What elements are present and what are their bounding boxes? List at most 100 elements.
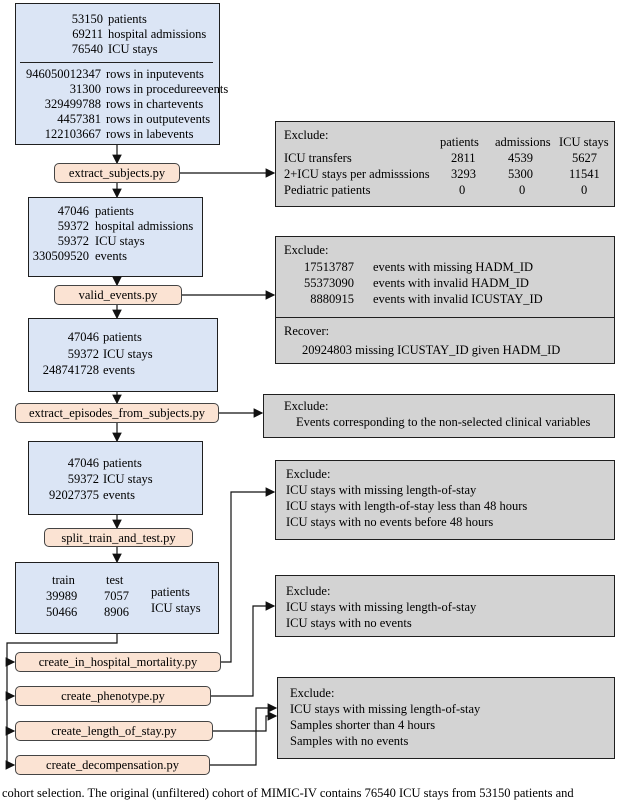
stat-value: 76540 <box>71 42 103 56</box>
stat-label: ICU stays <box>108 42 158 56</box>
exclude-box-length-of-stay: Exclude: ICU stays with missing length-o… <box>277 677 615 759</box>
stat-label: patients <box>108 12 147 26</box>
script-valid-events: valid_events.py <box>54 285 182 305</box>
exclude-line: ICU stays with length-of-stay less than … <box>286 499 528 513</box>
cell-value: 5627 <box>572 151 597 165</box>
event-label: rows in outputevents <box>106 112 211 126</box>
column-header: ICU stays <box>559 135 609 149</box>
exclude-line: Samples with no events <box>290 734 409 748</box>
stat-label: events <box>95 249 127 263</box>
column-header-train: train <box>52 573 75 587</box>
exclude-box-events: Exclude: 17513787 events with missing HA… <box>275 236 615 364</box>
cell-value: 0 <box>519 183 526 197</box>
exclude-box-variables: Exclude: Events corresponding to the non… <box>263 394 615 438</box>
stat-value: 47046 <box>57 204 89 218</box>
stat-value: 59372 <box>67 472 99 486</box>
row-label: 2+ICU stays per admisssions <box>284 167 430 181</box>
exclude-line: ICU stays with missing length-of-stay <box>286 483 477 497</box>
stat-label: ICU stays <box>95 234 145 248</box>
cohort-box-train-test: train test 39989 7057 patients 50466 890… <box>15 562 219 634</box>
recover-title: Recover: <box>284 324 330 338</box>
column-header: admissions <box>495 135 551 149</box>
event-label: rows in chartevents <box>106 97 204 111</box>
cell-value: 0 <box>581 183 588 197</box>
stat-label: hospital admissions <box>95 219 194 233</box>
stat-label: patients <box>103 456 142 470</box>
script-decompensation: create_decompensation.py <box>15 755 210 775</box>
column-header-test: test <box>106 573 124 587</box>
exclude-title: Exclude: <box>286 584 331 598</box>
divider <box>276 317 614 318</box>
divider <box>20 62 213 63</box>
cell-value: 5300 <box>508 167 533 181</box>
stat-label: ICU stays <box>103 472 153 486</box>
exclude-label: events with missing HADM_ID <box>373 260 534 274</box>
stat-value: 69211 <box>72 27 103 41</box>
test-value: 7057 <box>104 589 129 603</box>
script-split-train-test: split_train_and_test.py <box>44 528 193 547</box>
cohort-box-subjects: 47046 patients 59372 hospital admissions… <box>28 197 203 277</box>
cohort-box-valid-events: 47046 patients 59372 ICU stays 248741728… <box>28 318 218 392</box>
exclude-line: Samples shorter than 4 hours <box>290 718 436 732</box>
stat-label: patients <box>103 330 142 344</box>
stat-label: events <box>103 363 135 377</box>
column-header: patients <box>440 135 479 149</box>
stat-label: patients <box>95 204 134 218</box>
stat-label: hospital admissions <box>108 27 207 41</box>
exclude-title: Exclude: <box>286 467 331 481</box>
script-in-hospital-mortality: create_in_hospital_mortality.py <box>15 652 221 672</box>
event-label: rows in procedureevents <box>106 82 229 96</box>
cohort-box-episodes: 47046 patients 59372 ICU stays 92027375 … <box>28 441 203 515</box>
event-value: 4457381 <box>57 112 101 126</box>
exclude-line: ICU stays with missing length-of-stay <box>290 702 481 716</box>
arrow-s5-to-g4 <box>221 487 276 663</box>
cohort-box-original: 53150 patients 69211 hospital admissions… <box>15 3 228 145</box>
stat-value: 53150 <box>71 12 103 26</box>
cell-value: 4539 <box>508 151 533 165</box>
script-phenotype: create_phenotype.py <box>15 686 211 706</box>
event-value: 31300 <box>69 82 101 96</box>
row-label: ICU stays <box>151 601 201 615</box>
arrow-s8-to-g6 <box>210 703 278 766</box>
row-label: patients <box>151 585 190 599</box>
exclude-title: Exclude: <box>284 128 329 142</box>
row-label: ICU transfers <box>284 151 352 165</box>
row-label: Pediatric patients <box>284 183 371 197</box>
exclude-label: events with invalid HADM_ID <box>373 276 529 290</box>
train-value: 39989 <box>46 589 78 603</box>
exclude-title: Exclude: <box>284 243 329 257</box>
cell-value: 11541 <box>569 167 600 181</box>
event-label: rows in inputevents <box>106 67 204 81</box>
exclude-label: events with invalid ICUSTAY_ID <box>373 292 543 306</box>
exclude-box-phenotype: Exclude: ICU stays with missing length-o… <box>275 575 615 637</box>
exclude-title: Exclude: <box>290 686 335 700</box>
stat-value: 92027375 <box>49 488 99 502</box>
script-extract-episodes: extract_episodes_from_subjects.py <box>15 403 219 423</box>
cell-value: 2811 <box>451 151 476 165</box>
arrow-s7-to-g6 <box>213 711 278 732</box>
test-value: 8906 <box>104 605 129 619</box>
exclude-text: Events corresponding to the non-selected… <box>296 415 591 429</box>
cell-value: 3293 <box>451 167 476 181</box>
stat-value: 47046 <box>67 330 99 344</box>
exclude-value: 17513787 <box>304 260 354 274</box>
event-label: rows in labevents <box>106 127 194 141</box>
event-value: 946050012347 <box>26 67 101 81</box>
stat-value: 47046 <box>67 456 99 470</box>
exclude-line: ICU stays with no events before 48 hours <box>286 515 494 529</box>
exclude-line: ICU stays with missing length-of-stay <box>286 600 477 614</box>
exclude-line: ICU stays with no events <box>286 616 412 630</box>
stat-value: 59372 <box>57 234 89 248</box>
exclude-box-mortality: Exclude: ICU stays with missing length-o… <box>275 460 615 540</box>
exclude-value: 55373090 <box>304 276 354 290</box>
event-value: 122103667 <box>44 127 101 141</box>
stat-label: events <box>103 488 135 502</box>
exclude-box-subjects: Exclude: patients admissions ICU stays I… <box>275 121 615 207</box>
stat-label: ICU stays <box>103 347 153 361</box>
stat-value: 59372 <box>57 219 89 233</box>
exclude-value: 8880915 <box>310 292 354 306</box>
arrow-s6-to-g5 <box>211 601 276 697</box>
cell-value: 0 <box>459 183 466 197</box>
script-length-of-stay: create_length_of_stay.py <box>15 721 213 741</box>
exclude-title: Exclude: <box>284 399 329 413</box>
